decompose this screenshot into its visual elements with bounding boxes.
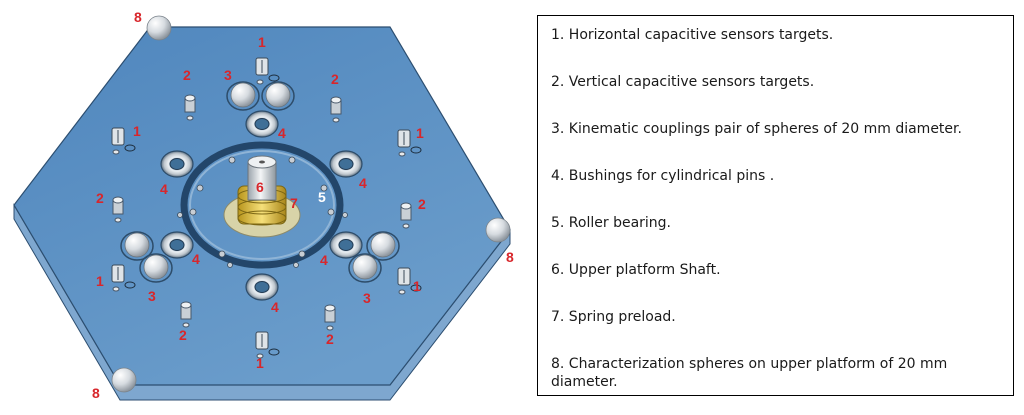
- horizontal-target: [255, 57, 280, 85]
- coupling-sphere: [139, 253, 173, 283]
- callout: 2: [179, 327, 187, 343]
- roller-markers: [177, 156, 348, 268]
- legend-item: 5. Roller bearing.: [551, 215, 672, 231]
- vertical-targets: [112, 94, 412, 331]
- legend-box: 1. Horizontal capacitive sensors targets…: [537, 15, 1014, 396]
- callout: 1: [258, 34, 266, 50]
- callout: 6: [256, 179, 264, 195]
- coupling-sphere: [261, 81, 295, 111]
- horizontal-target: [255, 331, 280, 359]
- callout: 4: [278, 125, 286, 141]
- vertical-target: [180, 301, 192, 328]
- callout: 4: [359, 175, 367, 191]
- platform-drawing: 8 1 2 3 2 1 1 4 4 4 6 7 5 2 2 4 4 1 1 3 …: [13, 9, 514, 401]
- callout: 8: [506, 249, 514, 265]
- bushing: [245, 273, 279, 301]
- callout: 4: [271, 299, 279, 315]
- callout: 2: [183, 67, 191, 83]
- callout: 1: [416, 125, 424, 141]
- callout: 3: [148, 288, 156, 304]
- characterization-spheres: [111, 15, 511, 393]
- horizontal-target: [111, 264, 136, 292]
- callout: 8: [92, 385, 100, 401]
- callout: 2: [96, 190, 104, 206]
- callout: 5: [318, 189, 326, 205]
- bushing: [160, 231, 194, 259]
- horizontal-targets: [111, 57, 422, 359]
- vertical-target: [324, 304, 336, 331]
- characterization-sphere: [111, 367, 137, 393]
- callouts: 8 1 2 3 2 1 1 4 4 4 6 7 5 2 2 4 4 1 1 3 …: [92, 9, 514, 401]
- callout: 2: [418, 196, 426, 212]
- horizontal-target: [111, 127, 136, 155]
- horizontal-target: [397, 129, 422, 157]
- callout: 1: [256, 355, 264, 371]
- coupling-sphere: [366, 231, 400, 261]
- kinematic-spheres: [120, 81, 400, 283]
- callout: 4: [192, 251, 200, 267]
- callout: 3: [363, 290, 371, 306]
- outer-ring: [180, 141, 344, 269]
- vertical-target: [112, 196, 124, 223]
- bushings: [160, 110, 363, 301]
- legend-item: 4. Bushings for cylindrical pins .: [551, 168, 775, 184]
- horizontal-target: [397, 267, 422, 295]
- callout: 3: [224, 67, 232, 83]
- legend-item: 7. Spring preload.: [551, 309, 676, 325]
- callout: 2: [331, 71, 339, 87]
- bushing: [329, 150, 363, 178]
- bushing: [245, 110, 279, 138]
- legend-item: 6. Upper platform Shaft.: [551, 262, 721, 278]
- callout: 1: [96, 273, 104, 289]
- coupling-sphere: [120, 231, 154, 261]
- callout: 1: [413, 278, 421, 294]
- legend-item: 1. Horizontal capacitive sensors targets…: [551, 27, 834, 43]
- bushing: [160, 150, 194, 178]
- platform-figure: 8 1 2 3 2 1 1 4 4 4 6 7 5 2 2 4 4 1 1 3 …: [13, 9, 514, 401]
- characterization-sphere: [485, 217, 511, 243]
- callout: 7: [290, 195, 298, 211]
- callout: 4: [320, 252, 328, 268]
- callout: 1: [133, 123, 141, 139]
- bushing: [329, 231, 363, 259]
- coupling-sphere: [348, 253, 382, 283]
- coupling-sphere: [226, 81, 260, 111]
- vertical-target: [400, 202, 412, 229]
- legend-item: 8. Characterization spheres on upper pla…: [551, 356, 948, 390]
- vertical-target: [184, 94, 196, 121]
- characterization-sphere: [146, 15, 172, 41]
- callout: 8: [134, 9, 142, 25]
- legend-item: 2. Vertical capacitive sensors targets.: [551, 74, 815, 90]
- callout: 2: [326, 331, 334, 347]
- callout: 4: [160, 181, 168, 197]
- legend-item: 3. Kinematic couplings pair of spheres o…: [551, 121, 962, 137]
- vertical-target: [330, 96, 342, 123]
